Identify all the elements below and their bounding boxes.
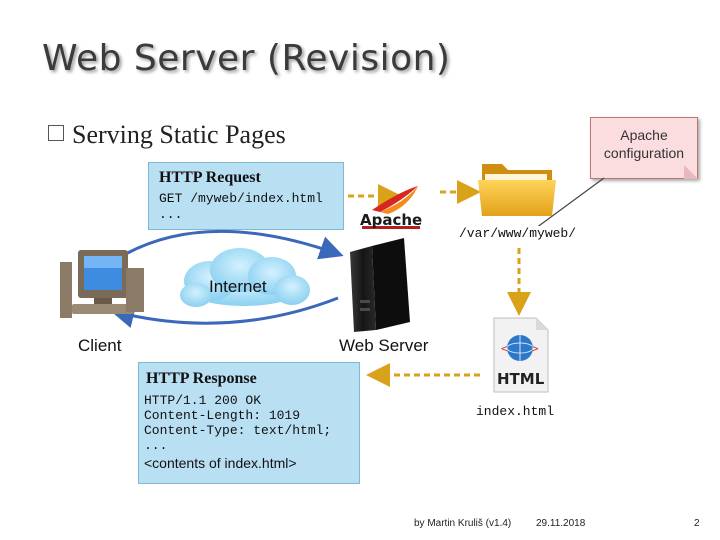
index-html-label: index.html (476, 404, 555, 419)
folder-icon (478, 164, 556, 216)
html-icon-text: HTML (497, 370, 545, 388)
http-request-title: HTTP Request (159, 169, 261, 186)
http-request-line-1: GET /myweb/index.html (159, 191, 323, 206)
footer-author: by Martin Kruliš (v1.4) (414, 518, 512, 529)
document-root-path: /var/www/myweb/ (459, 226, 577, 241)
internet-label: Internet (209, 277, 267, 296)
footer-date: 29.11.2018 (536, 518, 586, 529)
html-document-icon: < > (493, 317, 549, 393)
note-line-1: Apache (620, 127, 668, 143)
apache-configuration-note: Apache configuration (590, 117, 698, 179)
note-fold-corner (684, 165, 698, 179)
footer-page-number: 2 (694, 518, 700, 529)
client-label: Client (78, 336, 122, 355)
http-response-line-1: HTTP/1.1 200 OK (144, 393, 262, 408)
bullet-item: Serving Static Pages (48, 120, 286, 150)
cloud-icon (180, 248, 310, 307)
http-request-line-2: ... (159, 207, 183, 222)
http-response-line-4: ... (144, 438, 168, 453)
computer-icon (60, 250, 144, 318)
svg-text:<: < (501, 342, 508, 355)
http-response-line-5: <contents of index.html> (144, 455, 297, 471)
note-line-2: configuration (603, 145, 685, 161)
http-request-box: HTTP Request GET /myweb/index.html ... (148, 162, 344, 230)
note-pointer-line (535, 177, 605, 229)
client-to-server-arc (111, 229, 344, 264)
server-to-client-arc (110, 296, 339, 328)
web-server-label: Web Server (339, 336, 429, 355)
bullet-text: Serving Static Pages (72, 120, 286, 149)
page-title: Web Server (Revision) (42, 38, 451, 79)
http-response-line-3: Content-Type: text/html; (144, 423, 332, 438)
http-response-title: HTTP Response (146, 370, 257, 387)
server-icon (350, 238, 410, 332)
square-bullet-icon (48, 125, 64, 141)
http-response-line-2: Content-Length: 1019 (144, 408, 301, 423)
http-response-box: HTTP Response HTTP/1.1 200 OK Content-Le… (138, 362, 360, 484)
apache-feather-icon (362, 186, 420, 229)
apache-logo-text: Apache (360, 211, 423, 229)
svg-text:>: > (532, 342, 539, 355)
